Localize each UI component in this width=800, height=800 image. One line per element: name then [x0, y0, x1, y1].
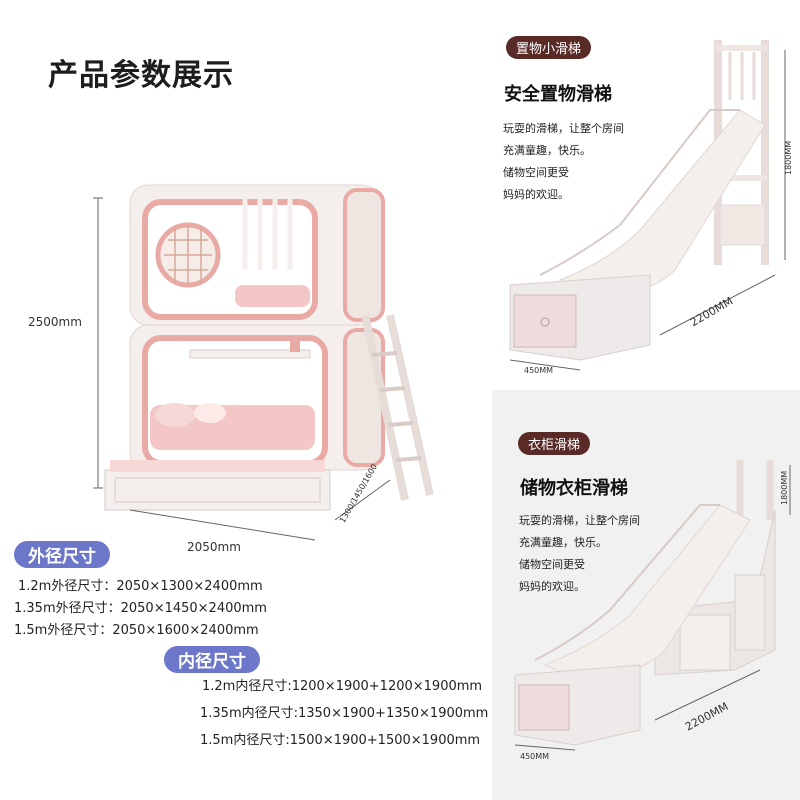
- bunk-bed-illustration: [93, 184, 434, 541]
- slide1-illustration: [509, 40, 786, 371]
- outer-spec-1: 1.2m外径尺寸：2050×1300×2400mm: [18, 579, 263, 594]
- outer-spec-3: 1.5m外径尺寸：2050×1600×2400mm: [14, 623, 259, 638]
- slide2-description: 玩耍的滑梯，让整个房间 充满童趣，快乐。 储物空间更受 妈妈的欢迎。: [519, 514, 640, 593]
- slide1-width-label: 450MM: [524, 366, 554, 375]
- outer-spec-2: 1.35m外径尺寸：2050×1450×2400mm: [14, 601, 267, 616]
- slide2-heading: 储物衣柜滑梯: [520, 478, 628, 499]
- slide2-badge: 衣柜滑梯: [518, 432, 591, 455]
- slide2-illustration: [514, 460, 791, 751]
- slide2-height-label: 1800MM: [780, 470, 789, 505]
- slide1-description: 玩耍的滑梯，让整个房间 充满童趣，快乐。 储物空间更受 妈妈的欢迎。: [503, 122, 624, 201]
- slide1-badge: 置物小滑梯: [506, 36, 592, 59]
- page-title: 产品参数展示: [48, 58, 234, 93]
- outer-size-badge: 外径尺寸: [14, 541, 110, 568]
- bed-height-label: 2500mm: [28, 315, 82, 329]
- inner-spec-3: 1.5m内径尺寸:1500×1900+1500×1900mm: [200, 733, 481, 748]
- inner-size-badge: 内径尺寸: [164, 646, 260, 673]
- slide2-width-label: 450MM: [520, 752, 550, 761]
- slide1-heading: 安全置物滑梯: [504, 84, 612, 105]
- inner-spec-1: 1.2m内径尺寸:1200×1900+1200×1900mm: [202, 679, 483, 694]
- inner-spec-2: 1.35m内径尺寸:1350×1900+1350×1900mm: [200, 706, 489, 721]
- slide1-height-label: 1800MM: [784, 140, 793, 175]
- bed-width-label: 2050mm: [187, 540, 241, 554]
